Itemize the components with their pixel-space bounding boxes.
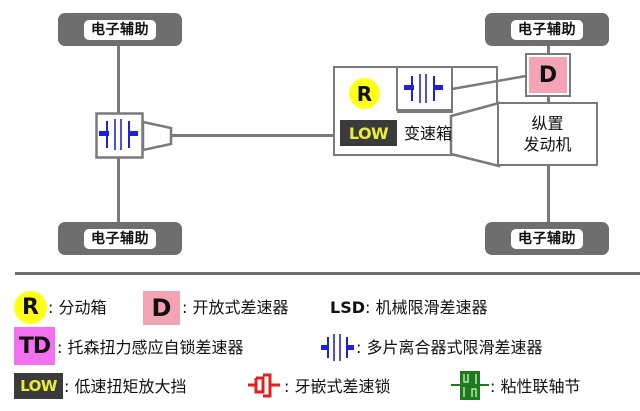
engine-box: 纵置 发动机 (497, 102, 598, 166)
legend-transfer-case-symbol: R (14, 291, 47, 324)
wheel-rear-right: 电子辅助 (485, 222, 609, 255)
wheel-rear-left: 电子辅助 (58, 222, 182, 255)
wheel-label: 电子辅助 (511, 19, 583, 40)
legend-open-diff-symbol: D (143, 291, 180, 325)
wheel-label: 电子辅助 (511, 228, 583, 249)
engine-label-line1: 纵置 (531, 114, 564, 133)
engine-label-line2: 发动机 (523, 135, 572, 154)
low-range-symbol: LOW (340, 120, 397, 146)
multi-plate-clutch-icon (99, 119, 138, 150)
legend-open-diff-desc: : 开放式差速器 (182, 298, 289, 317)
legend-torsen-desc: : 托森扭力感应自锁差速器 (57, 338, 244, 357)
legend-dog-clutch-locker-desc: : 牙嵌式差速锁 (284, 377, 391, 396)
propshaft-line (172, 134, 334, 137)
clutch-to-diff-line (451, 74, 527, 91)
legend-low-range-symbol: LOW (14, 373, 63, 399)
legend-divider (15, 272, 640, 275)
legend-lsd-symbol: LSD (330, 298, 365, 317)
legend-torsen-symbol: TD (14, 327, 55, 365)
open-differential-symbol: D (529, 57, 567, 93)
gearbox-label: 变速箱 (404, 124, 453, 143)
wheel-front-right: 电子辅助 (485, 13, 609, 46)
engine-transmission-bellhousing (449, 101, 501, 168)
wheel-label: 电子辅助 (84, 19, 156, 40)
wheel-front-left: 电子辅助 (58, 13, 182, 46)
transmission-inner-divider (397, 110, 453, 113)
legend-viscous-coupling-desc: : 粘性联轴节 (490, 377, 581, 396)
legend-transfer-case-desc: : 分动箱 (48, 298, 107, 317)
legend-lsd-desc: : 机械限滑差速器 (365, 298, 488, 317)
legend-multi-plate-clutch-desc: : 多片离合器式限滑差速器 (356, 338, 543, 357)
transfer-case-symbol: R (349, 78, 380, 109)
wheel-label: 电子辅助 (84, 228, 156, 249)
legend-multi-plate-clutch-icon (321, 334, 354, 361)
legend-low-range-desc: : 低速扭矩放大挡 (64, 377, 187, 396)
legend-viscous-coupling-icon (451, 371, 489, 400)
center-multi-plate-clutch-icon (404, 74, 443, 103)
legend-dog-clutch-locker-icon (248, 373, 280, 398)
